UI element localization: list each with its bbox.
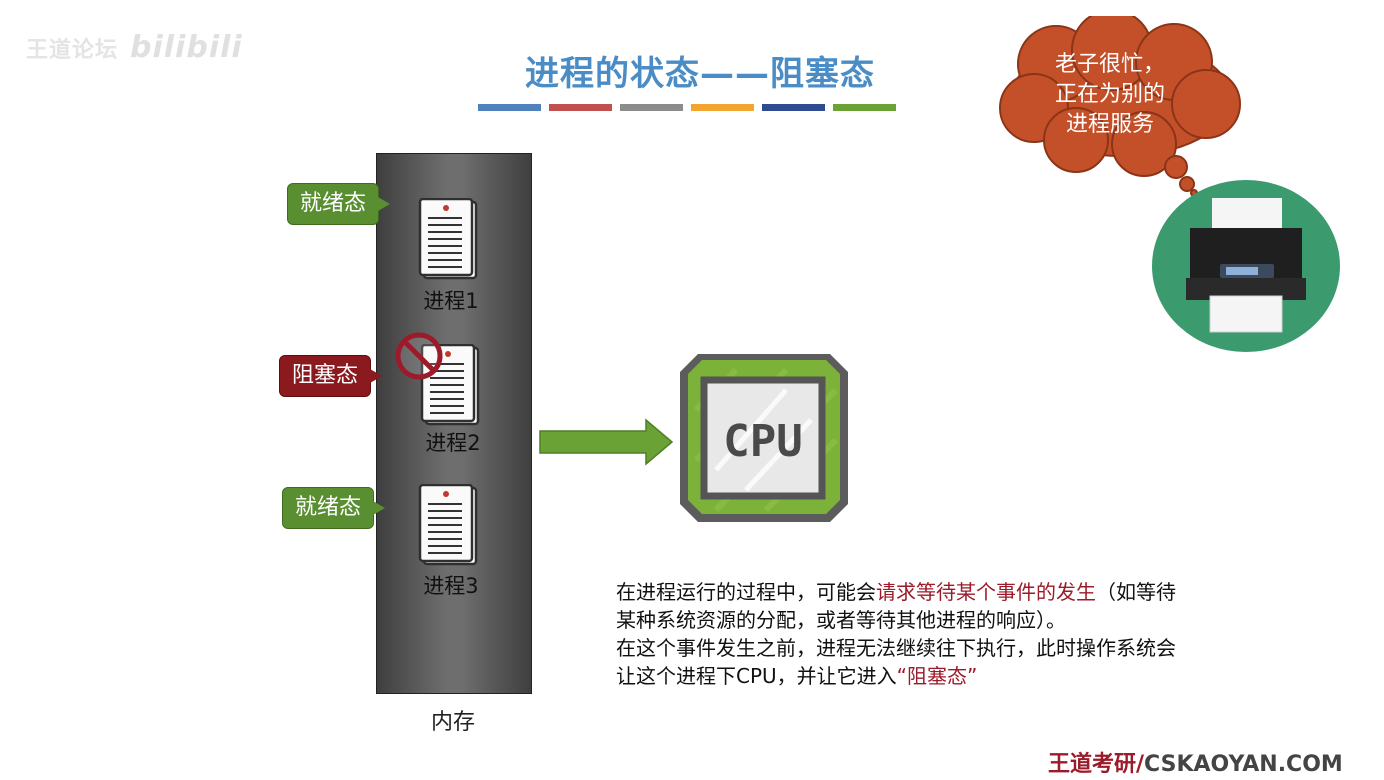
process-3-state-tag: 就绪态 (282, 487, 386, 529)
footer-brand: 王道考研/CSKAOYAN.COM (1048, 746, 1343, 778)
prohibited-icon (395, 332, 443, 380)
watermark: 王道论坛 bilibili (26, 30, 243, 65)
title-bar (549, 104, 612, 111)
thought-cloud-icon (999, 16, 1241, 196)
process-1-label: 进程1 (423, 289, 479, 313)
document-icon (418, 198, 478, 280)
description-line: 在进程运行的过程中，可能会请求等待某个事件的发生（如等待 (616, 578, 1356, 606)
description-line: 在这个事件发生之前，进程无法继续往下执行，此时操作系统会 (616, 636, 1176, 660)
process-1-state-tag: 就绪态 (287, 183, 391, 225)
footer-site: CSKAOYAN.COM (1144, 752, 1343, 777)
process-2-state-tag: 阻塞态 (279, 355, 383, 397)
thought-line: 正在为别的 (1054, 82, 1165, 107)
process-2-label: 进程2 (425, 431, 481, 455)
watermark-text: 王道论坛 (26, 38, 119, 63)
document-icon (418, 484, 478, 566)
description-highlight: “阻塞态” (896, 664, 978, 688)
cpu-label: CPU (723, 416, 802, 467)
description-text: 让这个进程下CPU，并让它进入 (616, 664, 897, 688)
description-block: 在进程运行的过程中，可能会请求等待某个事件的发生（如等待 某种系统资源的分配，或… (616, 578, 1356, 690)
title-bar (691, 104, 754, 111)
description-line: 让这个进程下CPU，并让它进入“阻塞态” (616, 662, 1356, 690)
bilibili-logo: bilibili (130, 30, 243, 65)
description-line: 某种系统资源的分配，或者等待其他进程的响应）。 (616, 608, 1066, 632)
right-arrow-icon (539, 418, 674, 466)
thought-line: 老子很忙， (1054, 52, 1165, 77)
description-text: 在进程运行的过程中，可能会 (616, 580, 876, 604)
memory-label: 内存 (430, 710, 475, 735)
cpu-chip-icon: CPU (680, 354, 848, 522)
description-highlight: 请求等待某个事件的发生 (876, 580, 1096, 604)
title-bar (478, 104, 541, 111)
thought-line: 进程服务 (1065, 112, 1154, 137)
description-text: （如等待 (1096, 580, 1176, 604)
process-3-label: 进程3 (423, 574, 479, 598)
thought-cloud-text: 老子很忙， 正在为别的 进程服务 (1030, 50, 1190, 140)
printer-icon (1152, 180, 1340, 352)
title-bar (620, 104, 683, 111)
footer-brand-text: 王道考研/ (1048, 752, 1145, 777)
slide-title: 进程的状态——阻塞态 (525, 54, 875, 94)
title-underline-bars (478, 104, 896, 111)
title-bar (762, 104, 825, 111)
title-bar (833, 104, 896, 111)
